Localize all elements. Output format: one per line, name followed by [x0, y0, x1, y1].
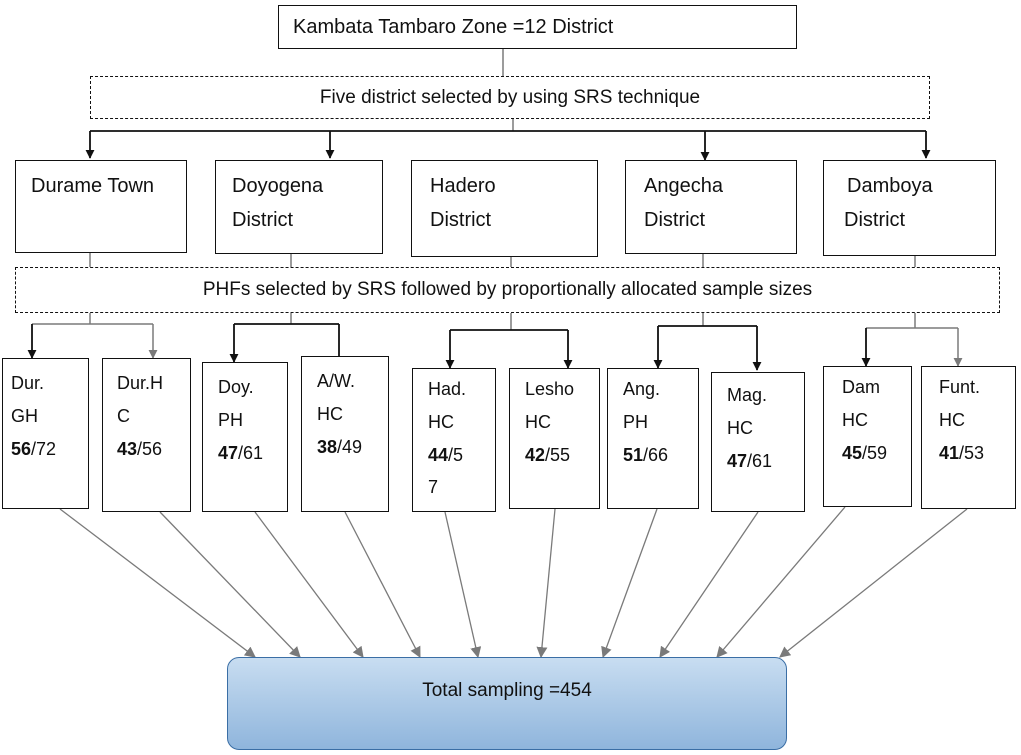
- district-doyogena: Doyogena District: [215, 160, 383, 254]
- facility-sample: 47/61: [218, 443, 264, 463]
- facility-mag-hc: Mag. HC 47/61: [711, 372, 805, 512]
- district-label: Hadero: [430, 175, 496, 197]
- district-label: District: [644, 209, 706, 231]
- zone-box: Kambata Tambaro Zone =12 District: [278, 5, 797, 49]
- facility-sample: 41/53: [939, 443, 985, 463]
- facility-sample: 43/56: [117, 439, 163, 459]
- phf-selection-box: PHFs selected by SRS followed by proport…: [15, 267, 1000, 313]
- facility-dur-hc: Dur.H C 43/56: [102, 358, 191, 512]
- facility-had-hc: Had. HC 44/5 7: [412, 368, 496, 512]
- facility-sample: 44/5: [428, 445, 464, 465]
- facility-name: Had.: [428, 379, 467, 399]
- facility-type: PH: [623, 412, 649, 432]
- district-label: Damboya: [847, 175, 933, 197]
- facility-type: PH: [218, 410, 244, 430]
- facility-type: HC: [842, 410, 868, 430]
- facility-dur-gh: Dur. GH 56/72: [2, 358, 89, 509]
- district-durame-town: Durame Town: [15, 160, 187, 253]
- facility-sample: 45/59: [842, 443, 888, 463]
- district-angecha: Angecha District: [625, 160, 797, 254]
- facility-type: HC: [525, 412, 551, 432]
- district-label: Angecha: [644, 175, 723, 197]
- facility-name: Ang.: [623, 379, 661, 399]
- district-label: Doyogena: [232, 175, 324, 197]
- facility-name: A/W.: [317, 371, 356, 391]
- facility-aw-hc: A/W. HC 38/49: [301, 356, 389, 512]
- facility-type: HC: [939, 410, 965, 430]
- facility-sample: 38/49: [317, 437, 363, 457]
- district-damboya: Damboya District: [823, 160, 996, 256]
- district-label: District: [844, 209, 906, 231]
- facility-to-total-arrows: [59, 506, 968, 659]
- district-hadero: Hadero District: [411, 160, 598, 257]
- facility-sample-wrap: 7: [428, 477, 439, 497]
- facility-name: Doy.: [218, 377, 254, 397]
- facility-doy-ph: Doy. PH 47/61: [202, 362, 288, 512]
- total-sampling-box: Total sampling =454: [227, 657, 787, 750]
- facility-funt-hc: Funt. HC 41/53: [921, 366, 1016, 509]
- facility-type: GH: [11, 406, 38, 426]
- facility-sample: 47/61: [727, 451, 773, 471]
- facility-name: Mag.: [727, 385, 768, 405]
- facility-type: HC: [727, 418, 753, 438]
- facility-sample: 42/55: [525, 445, 571, 465]
- facility-name: Dur.H: [117, 373, 164, 393]
- facility-type: HC: [317, 404, 343, 424]
- district-selection-box: Five district selected by using SRS tech…: [90, 76, 930, 119]
- facility-ang-ph: Ang. PH 51/66: [607, 368, 699, 509]
- zone-label: Kambata Tambaro Zone =12 District: [293, 16, 614, 38]
- facility-name: Funt.: [939, 377, 981, 397]
- district-label: District: [430, 209, 492, 231]
- district-selection-label: Five district selected by using SRS tech…: [319, 87, 701, 108]
- facility-lesho-hc: Lesho HC 42/55: [509, 368, 600, 509]
- total-sampling-label: Total sampling =454: [422, 680, 592, 701]
- facility-name: Dam: [842, 377, 881, 397]
- facility-type: HC: [428, 412, 454, 432]
- facility-sample: 51/66: [623, 445, 669, 465]
- facility-dam-hc: Dam HC 45/59: [823, 366, 912, 507]
- facility-name: Lesho: [525, 379, 575, 399]
- facility-type: C: [117, 406, 130, 426]
- district-label: District: [232, 209, 294, 231]
- facility-sample: 56/72: [11, 439, 57, 459]
- district-label: Durame Town: [31, 175, 155, 197]
- phf-selection-label: PHFs selected by SRS followed by proport…: [202, 279, 813, 300]
- facility-name: Dur.: [11, 373, 45, 393]
